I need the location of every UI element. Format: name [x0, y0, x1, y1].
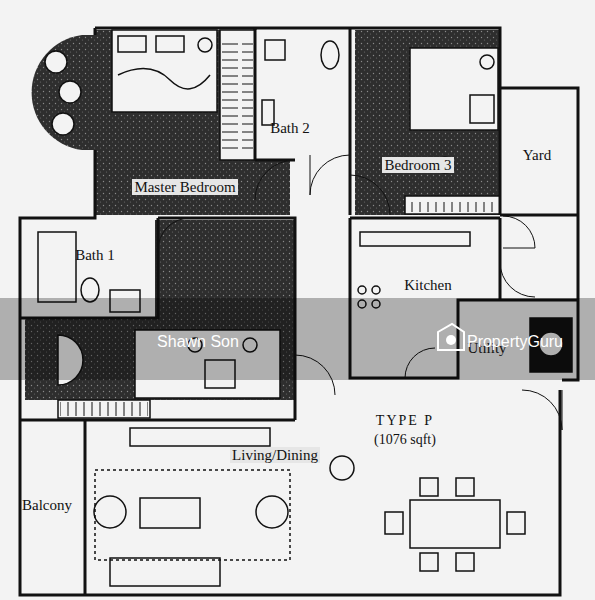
watermark: Shawn Son [157, 333, 239, 351]
room: Living/Dining [87, 382, 560, 593]
room: Bath 1 [22, 220, 158, 316]
room-label: Yard [523, 147, 551, 164]
room-label: Bedroom 3 [382, 157, 453, 174]
room: Yard [500, 90, 578, 215]
room: Kitchen [352, 220, 458, 376]
room: Balcony [22, 422, 85, 593]
room: Master Bedroom [95, 30, 290, 215]
plan-note: (1076 sqft) [374, 432, 436, 447]
room-label: Bath 2 [270, 120, 310, 137]
room: Bath 2 [255, 30, 350, 155]
room-label: Living/Dining [230, 447, 320, 464]
room-label: Bath 1 [75, 247, 115, 264]
room: Bedroom 3 [355, 30, 500, 215]
watermark-logo [438, 324, 464, 350]
doors [158, 155, 562, 430]
watermark: PropertyGuru [467, 333, 563, 351]
room-label: Kitchen [404, 277, 451, 294]
watermark-band [0, 298, 595, 380]
room-label: Balcony [22, 497, 72, 514]
plan-note: TYPE P [376, 413, 434, 428]
room-label: Master Bedroom [132, 179, 237, 196]
